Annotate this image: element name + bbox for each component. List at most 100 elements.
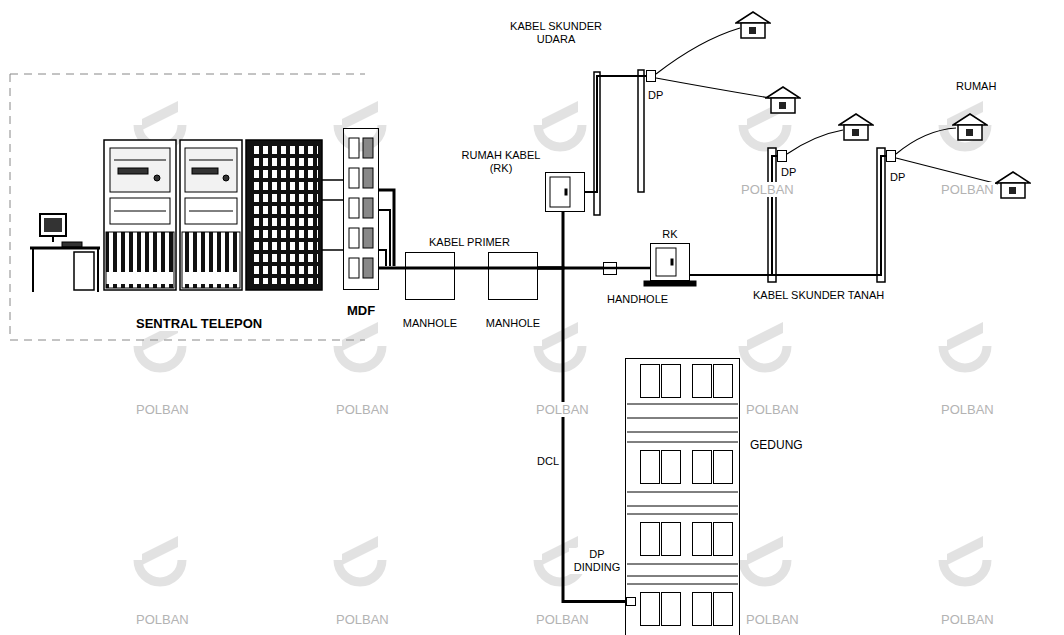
exchange-wiring: [322, 249, 343, 251]
watermark-logo: [538, 101, 582, 147]
primary-cable: [405, 267, 455, 270]
cabinet-door: [565, 189, 567, 195]
watermark-text: POLBAN: [535, 612, 590, 627]
primary-cable: [603, 267, 617, 270]
switch-cabinet: [110, 148, 170, 192]
switch-cabinet: [154, 175, 160, 181]
cabinet-door: [550, 177, 696, 286]
building-floors: [641, 523, 681, 556]
pole: [638, 70, 644, 192]
building-floors: [627, 418, 738, 419]
house-icon: [736, 12, 1030, 198]
switch-cabinet: [114, 160, 166, 161]
switch-cabinet: [182, 232, 240, 288]
primary-cable: [379, 250, 386, 266]
house-icon: [953, 114, 987, 140]
watermark-text: POLBAN: [940, 612, 995, 627]
node-label: GEDUNG: [749, 438, 804, 452]
cable-label: DCL: [536, 455, 560, 468]
building-floors: [693, 365, 733, 398]
switch-cabinet: [104, 140, 322, 290]
operator-desk: [44, 218, 62, 232]
watermark-text: POLBAN: [335, 612, 390, 627]
exchange-wiring: [322, 179, 343, 181]
building-floors: [641, 365, 681, 398]
drop-wire: [656, 78, 770, 98]
drop-wire: [656, 28, 740, 74]
primary-cable: [488, 267, 538, 270]
cable-connector: [690, 156, 777, 275]
node-label: DP: [889, 171, 906, 184]
building-floors: [693, 593, 733, 626]
primary-cable: [379, 210, 390, 266]
drop-wire: [896, 158, 998, 184]
exchange-title: SENTRAL TELEPON: [135, 316, 263, 331]
switch-cabinet: [114, 211, 166, 212]
operator-desk: [52, 236, 54, 242]
watermark-logo: [743, 536, 787, 582]
wall-distribution-point: DP DINDING: [626, 597, 636, 606]
watermark-text: POLBAN: [745, 612, 800, 627]
switch-cabinet: [118, 168, 148, 174]
building-floors: [627, 365, 738, 626]
operator-desk: [97, 248, 99, 292]
operator-desk: [30, 214, 100, 292]
building-floors: [641, 451, 681, 484]
house-label: RUMAH: [955, 80, 997, 93]
house-icon: [996, 172, 1030, 198]
cable-cabinet: RK: [650, 243, 690, 281]
watermark-logo: [138, 536, 182, 582]
building-floors: [627, 564, 738, 565]
watermark-logo: [338, 536, 382, 582]
node-label: MANHOLE: [485, 317, 541, 330]
pole: [594, 70, 885, 282]
cable-cabinet: RUMAH KABEL (RK): [545, 172, 585, 212]
watermark-text: POLBAN: [940, 402, 995, 417]
switch-cabinet: [185, 198, 237, 224]
building-floors: [627, 442, 738, 443]
operator-desk: [32, 248, 34, 292]
building-floors: [693, 451, 733, 484]
primary-cable: [379, 190, 617, 268]
building-floors: [627, 432, 738, 433]
watermark-logo: [743, 322, 787, 368]
switch-cabinet: [250, 146, 318, 284]
mdf-blocks: [347, 134, 375, 284]
switch-cabinet: [192, 168, 218, 174]
node-label: DP: [780, 166, 797, 179]
switch-cabinet: [189, 160, 233, 161]
house-icon: [766, 87, 800, 113]
building-floors: [627, 404, 738, 405]
watermark-text: POLBAN: [745, 402, 800, 417]
primary-cable: [379, 190, 394, 266]
operator-desk: [40, 214, 66, 236]
building-floors: [627, 492, 738, 493]
switch-cabinet: [104, 140, 176, 290]
watermark-text: POLBAN: [535, 402, 590, 417]
manhole-box: MANHOLE: [488, 252, 538, 300]
switch-cabinet: [110, 198, 170, 224]
exchange-boundary: [10, 74, 365, 340]
drop-wire: [656, 28, 998, 184]
distribution-point: DP: [777, 150, 787, 162]
cable-connector: [455, 267, 488, 270]
watermark-logo: [943, 101, 987, 147]
cabinet-door: [671, 259, 673, 265]
cable-connector: [617, 267, 650, 270]
operator-desk: [30, 247, 100, 250]
watermark-logo: [338, 322, 382, 368]
cable-connector: [585, 76, 646, 192]
cable-label: KABEL SKUNDER UDARA: [505, 20, 607, 46]
node-label: MANHOLE: [402, 317, 458, 330]
node-label: RK: [661, 228, 678, 241]
node-label: DP DINDING: [569, 548, 625, 574]
cable-connector: [690, 156, 886, 275]
switch-cabinet: [180, 140, 242, 290]
watermark-logo: [943, 536, 987, 582]
watermark-text: POLBAN: [135, 612, 190, 627]
cabinet-door: [656, 248, 676, 276]
distribution-point: DP: [886, 150, 896, 162]
switch-cabinet: [246, 140, 322, 290]
cable-connector: [538, 268, 626, 602]
